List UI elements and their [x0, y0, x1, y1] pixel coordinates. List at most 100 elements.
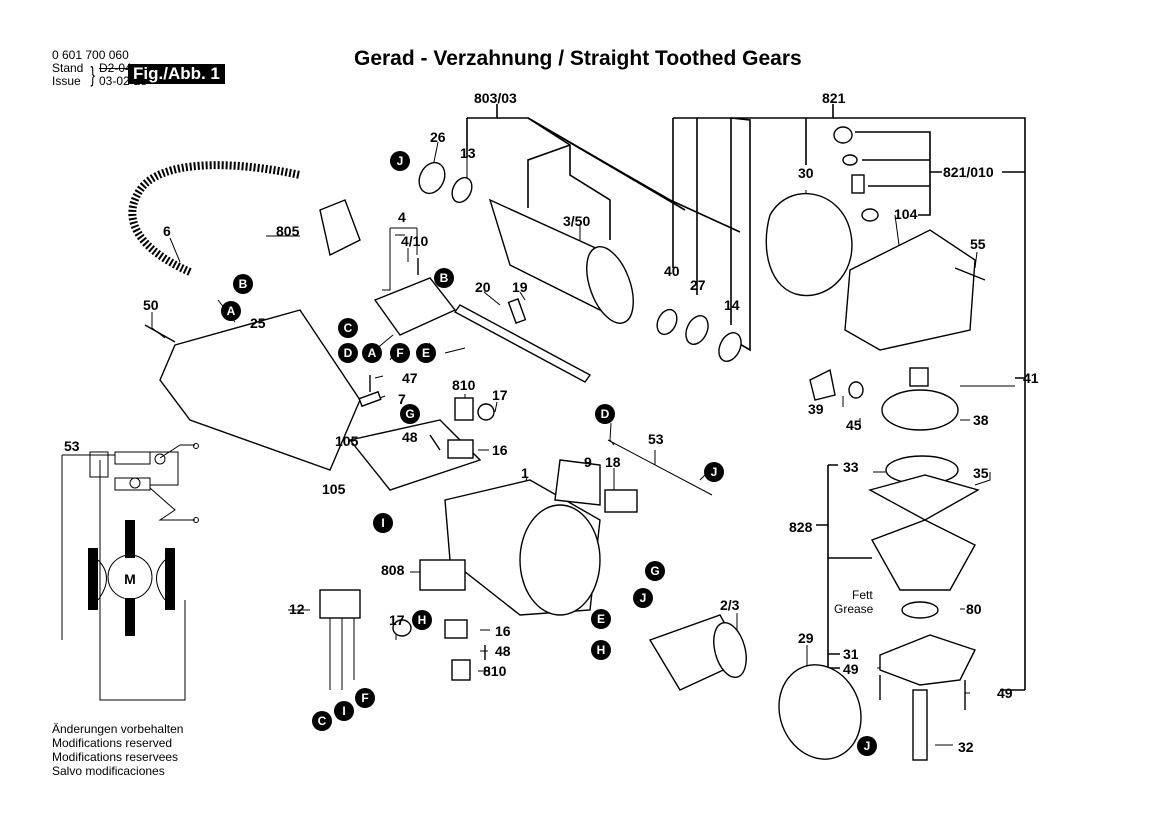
gear-housing	[844, 229, 976, 351]
parts	[128, 126, 986, 761]
marker-G: G	[645, 561, 665, 581]
part-labels: 803/03 821 26 13 3/50 30 821/010 104 55 …	[64, 90, 1039, 755]
marker-B: B	[233, 274, 253, 294]
svg-text:G: G	[405, 407, 414, 421]
label-16-lower: 16	[495, 623, 511, 639]
svg-text:C: C	[318, 714, 327, 728]
label-104: 104	[894, 206, 918, 222]
footer-line: Salvo modificaciones	[52, 764, 165, 778]
svg-text:F: F	[361, 691, 368, 705]
svg-text:C: C	[344, 321, 353, 335]
wire-53	[607, 439, 713, 496]
marker-E: E	[416, 343, 436, 363]
label-805: 805	[276, 223, 300, 239]
svg-text:A: A	[368, 346, 377, 360]
label-26: 26	[430, 129, 446, 145]
marker-F: F	[390, 343, 410, 363]
marker-F: F	[355, 688, 375, 708]
wiring-schematic: M	[61, 443, 199, 701]
label-18: 18	[605, 454, 621, 470]
marker-D: D	[595, 404, 615, 424]
label-38: 38	[973, 412, 989, 428]
marker-H: H	[591, 640, 611, 660]
label-3-50: 3/50	[563, 213, 590, 229]
label-35: 35	[973, 465, 989, 481]
stand-value: D2-04	[99, 61, 132, 75]
nut-45	[848, 381, 864, 399]
footer-line: Modifications reservees	[52, 750, 179, 764]
switch-18	[604, 489, 638, 513]
label-49-left: 49	[843, 661, 859, 677]
label-4-10: 4/10	[401, 233, 428, 249]
label-48-upper: 48	[402, 429, 418, 445]
label-803-03: 803/03	[474, 90, 517, 106]
label-31: 31	[843, 646, 859, 662]
bearing-13	[451, 176, 473, 204]
cover-30	[765, 192, 853, 297]
label-40: 40	[664, 263, 680, 279]
marker-J: J	[704, 462, 724, 482]
svg-text:H: H	[597, 643, 606, 657]
pinion-39	[809, 368, 836, 401]
label-47: 47	[402, 370, 418, 386]
label-50: 50	[143, 297, 159, 313]
plug-805	[319, 199, 361, 257]
page-title: Gerad - Verzahnung / Straight Toothed Ge…	[354, 47, 802, 70]
svg-text:J: J	[397, 154, 404, 168]
label-49-right: 49	[997, 685, 1013, 701]
brace-glyph: }	[90, 62, 95, 87]
label-2-3: 2/3	[720, 597, 740, 613]
document-number: 0 601 700 060	[52, 48, 129, 62]
label-13: 13	[460, 145, 476, 161]
marker-E: E	[591, 609, 611, 629]
stand-issue-labels: Stand Issue	[52, 62, 83, 88]
marker-B: B	[434, 268, 454, 288]
marker-J: J	[857, 736, 877, 756]
label-33: 33	[843, 459, 859, 475]
label-810-lower: 810	[483, 663, 507, 679]
svg-text:D: D	[601, 407, 610, 421]
label-32: 32	[958, 739, 974, 755]
svg-text:H: H	[418, 613, 427, 627]
label-30: 30	[798, 165, 814, 181]
label-53-wire: 53	[648, 431, 664, 447]
bearing-41	[909, 367, 929, 387]
label-19: 19	[512, 279, 528, 295]
bearing-flange	[870, 519, 976, 591]
svg-text:J: J	[711, 465, 718, 479]
marker-A: A	[362, 343, 382, 363]
grease-note-en: Grease	[834, 602, 874, 616]
label-29: 29	[798, 630, 814, 646]
issue-label: Issue	[52, 74, 81, 88]
svg-text:I: I	[342, 704, 345, 718]
svg-text:J: J	[640, 591, 647, 605]
spindle-32	[912, 689, 928, 761]
connection-markers: J B A B C D A F E G I D J G J E H H C I …	[221, 151, 877, 756]
label-808: 808	[381, 562, 405, 578]
svg-text:B: B	[440, 271, 449, 285]
label-25: 25	[250, 315, 266, 331]
capacitor-12	[319, 589, 361, 619]
svg-text:E: E	[597, 612, 605, 626]
leader-lines	[151, 104, 1026, 746]
label-14: 14	[724, 297, 740, 313]
svg-text:I: I	[381, 516, 384, 530]
label-55: 55	[970, 236, 986, 252]
footer-notice: Änderungen vorbehalten Modifications res…	[52, 722, 183, 778]
guard-29	[778, 664, 862, 760]
washer-80	[901, 601, 939, 619]
svg-text:A: A	[227, 304, 236, 318]
marker-D: D	[338, 343, 358, 363]
label-105-lower: 105	[322, 481, 346, 497]
ring-40	[656, 308, 678, 336]
label-17-lower: 17	[389, 612, 405, 628]
ring-27	[685, 315, 709, 345]
power-cord	[128, 161, 301, 276]
svg-text:E: E	[422, 346, 430, 360]
svg-text:B: B	[239, 277, 248, 291]
label-821-010: 821/010	[943, 164, 994, 180]
marker-H: H	[412, 610, 432, 630]
motor-symbol: M	[124, 571, 136, 587]
label-1: 1	[521, 465, 529, 481]
